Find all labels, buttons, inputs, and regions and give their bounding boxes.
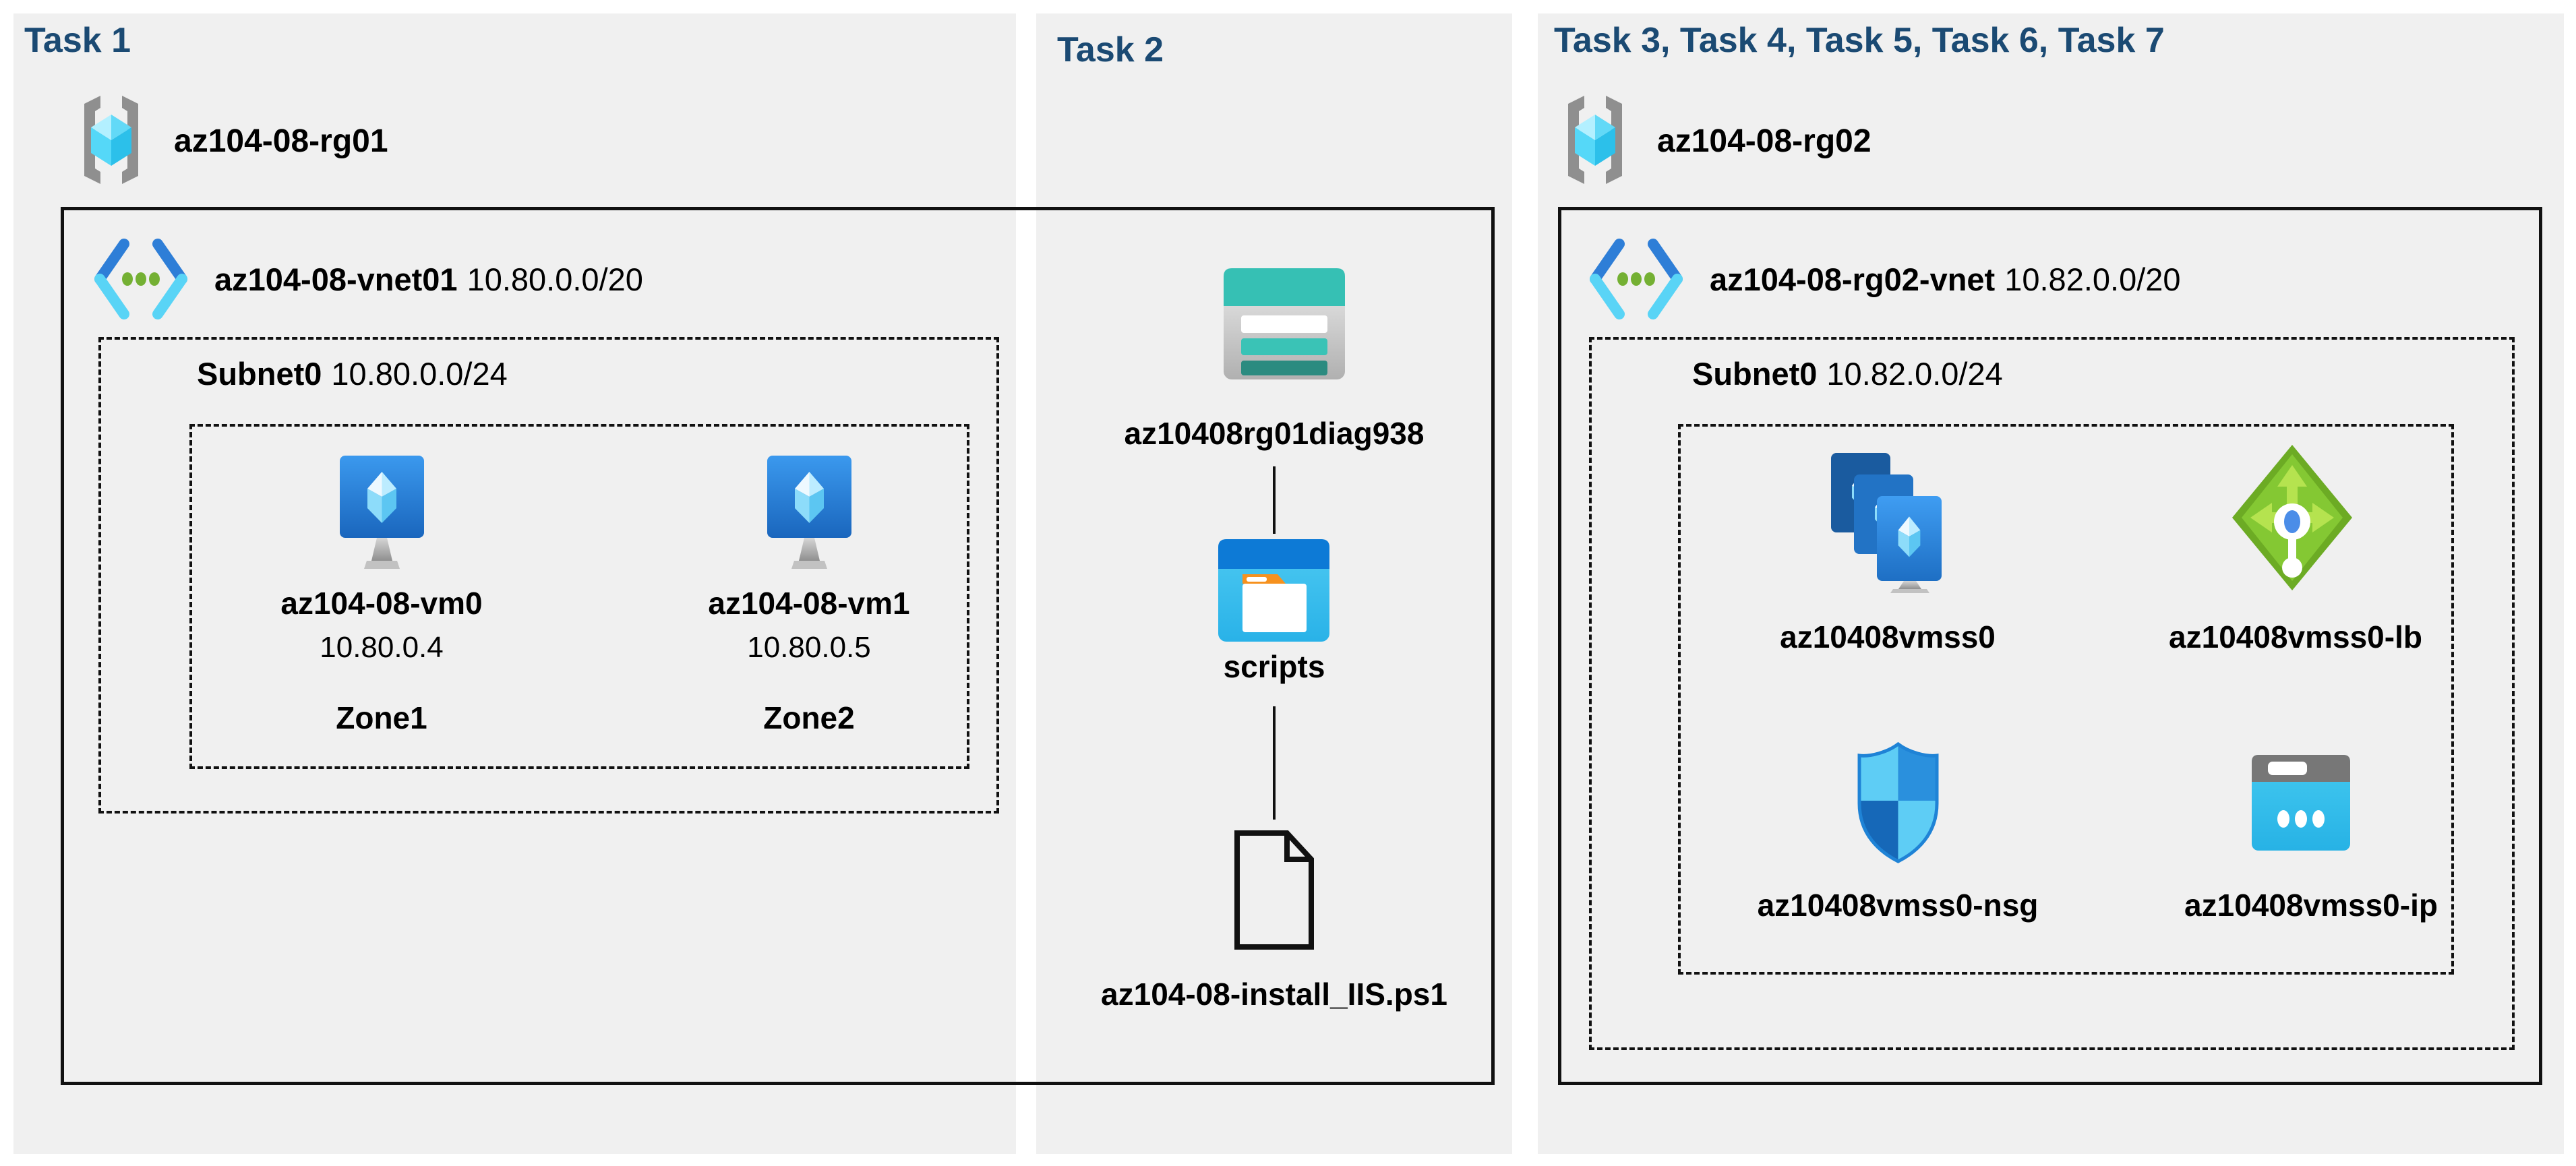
load-balancer-icon — [2230, 442, 2355, 594]
virtual-network-icon — [1586, 236, 1687, 322]
vmss-resources-box — [1678, 424, 2454, 975]
public-ip-name: az10408vmss0-ip — [2184, 888, 2438, 923]
subnet2-box — [1589, 337, 2515, 1050]
vnet2-cidr: 10.82.0.0/20 — [2004, 261, 2181, 297]
nsg-name: az10408vmss0-nsg — [1757, 888, 2039, 923]
vm0-name: az104-08-vm0 — [280, 586, 483, 621]
load-balancer-name: az10408vmss0-lb — [2169, 619, 2422, 654]
vm1-zone: Zone2 — [763, 700, 855, 735]
vnet2-label: az104-08-rg02-vnet 10.82.0.0/20 — [1710, 259, 2181, 299]
vm-scale-set-icon — [1820, 450, 1955, 593]
task1-header: Task 1 — [24, 21, 131, 60]
vnet1-cidr: 10.80.0.0/20 — [467, 261, 643, 297]
vm1-ip: 10.80.0.5 — [747, 631, 871, 664]
virtual-machine-icon — [333, 456, 431, 572]
subnet2-name: Subnet0 — [1692, 355, 1818, 392]
task1-panel — [13, 13, 1016, 1154]
vnet1-label: az104-08-vnet01 10.80.0.0/20 — [214, 259, 643, 299]
task3-panel — [1538, 13, 2564, 1154]
connector-container-to-file — [1273, 706, 1276, 820]
vm1-name: az104-08-vm1 — [708, 586, 910, 621]
subnet1-cidr: 10.80.0.0/24 — [331, 355, 508, 392]
network-security-group-icon — [1853, 741, 1944, 864]
subnet2-label: Subnet0 10.82.0.0/24 — [1692, 353, 2003, 394]
task2-header: Task 2 — [1057, 30, 1164, 69]
vnet2-box — [1558, 207, 2542, 1085]
connector-storage-to-container — [1273, 466, 1276, 534]
resource-group-name: az104-08-rg02 — [1657, 123, 1871, 159]
subnet1-label: Subnet0 10.80.0.0/24 — [197, 353, 508, 394]
blob-container-icon — [1218, 539, 1329, 642]
storage-account-name: az10408rg01diag938 — [1124, 416, 1425, 451]
vnet1-box — [61, 207, 1495, 1085]
subnet2-cidr: 10.82.0.0/24 — [1826, 355, 2003, 392]
vmss-name: az10408vmss0 — [1780, 619, 1996, 654]
vm0-zone: Zone1 — [336, 700, 427, 735]
resource-group-icon — [78, 94, 145, 185]
public-ip-icon — [2252, 755, 2350, 851]
container-name: scripts — [1223, 649, 1325, 684]
virtual-network-icon — [90, 236, 191, 322]
vm0-ip: 10.80.0.4 — [320, 631, 444, 664]
file-icon — [1230, 828, 1318, 952]
vnet1-name: az104-08-vnet01 — [214, 261, 458, 297]
storage-account-icon — [1224, 268, 1345, 379]
subnet1-name: Subnet0 — [197, 355, 322, 392]
resource-group-name: az104-08-rg01 — [174, 123, 388, 159]
task3-header: Task 3, Task 4, Task 5, Task 6, Task 7 — [1554, 21, 2165, 60]
resource-group-icon — [1561, 94, 1629, 185]
availability-zones-box — [189, 424, 969, 769]
script-file-name: az104-08-install_IIS.ps1 — [1101, 977, 1447, 1012]
vnet2-name: az104-08-rg02-vnet — [1710, 261, 1996, 297]
virtual-machine-icon — [760, 456, 858, 572]
subnet1-box — [98, 337, 999, 814]
